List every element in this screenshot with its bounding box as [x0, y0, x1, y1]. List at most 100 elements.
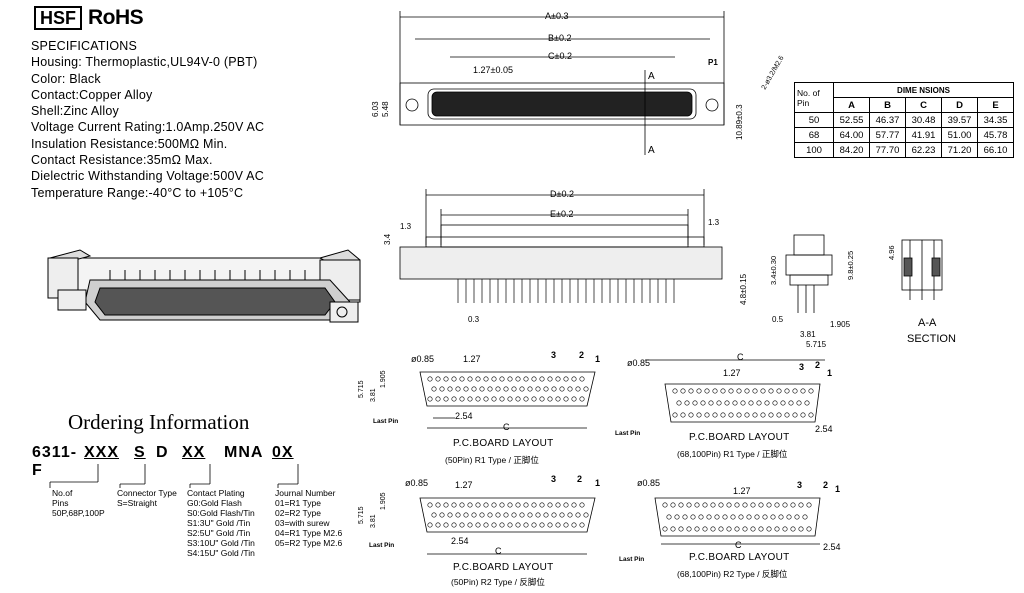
pcb-hole	[583, 386, 589, 392]
legend-line: No.of	[52, 488, 73, 498]
layout-subtitle: (50Pin) R1 Type / 正脚位	[445, 455, 539, 465]
legend-line: 04=R1 Type M2.6	[275, 528, 343, 538]
side-view-drawing: D±0.2 E±0.2 1.3 1.3 3.4 0.3 4.8±0.15	[383, 189, 748, 324]
pcb-hole	[714, 514, 720, 520]
pcb-hole	[786, 514, 792, 520]
pcb-hole	[680, 412, 686, 418]
pcb-hole	[750, 526, 756, 532]
pcb-hole	[758, 526, 764, 532]
pcb-hole	[467, 522, 473, 528]
code-part: 0X	[272, 444, 294, 461]
pcb-dim: 5.715	[358, 506, 365, 524]
pin-number: 2	[815, 360, 821, 370]
pcb-hole	[547, 502, 553, 508]
spec-line: Contact Resistance:35mΩ Max.	[31, 153, 213, 168]
pcb-hole	[427, 376, 433, 382]
section-mark-top: A	[648, 71, 655, 82]
pcb-hole	[559, 512, 565, 518]
pcb-hole	[535, 386, 541, 392]
pcb-hole	[688, 412, 694, 418]
table-cell: 71.20	[941, 142, 978, 158]
pcb-hole	[774, 502, 780, 508]
pcb-hole-dia: ø0.85	[405, 478, 429, 488]
pcb-dim-c: C	[735, 540, 742, 550]
pcb-hole	[459, 376, 465, 382]
legend-line: S=Straight	[117, 498, 157, 508]
pcb-hole	[531, 376, 537, 382]
pcb-hole	[547, 522, 553, 528]
pcb-layout-68-100-r1: ø0.85 1.27 C 3 2 1 2.54 Last Pin P.C.BOA…	[615, 350, 850, 468]
pcb-dim-c: C	[495, 546, 502, 556]
pcb-hole	[547, 376, 553, 382]
pcb-hole	[734, 526, 740, 532]
spec-line: Insulation Resistance:500MΩ Min.	[31, 136, 228, 151]
pcb-hole	[523, 396, 529, 402]
pcb-hole	[515, 502, 521, 508]
table-cell: 50	[794, 112, 834, 128]
pcb-hole	[798, 502, 804, 508]
spec-line: Shell:Zinc Alloy	[31, 104, 119, 119]
pcb-hole	[543, 386, 549, 392]
legend-line: S3:10U" Gold /Tin	[187, 538, 255, 548]
specifications-block: SPECIFICATIONS Housing: Thermoplastic,UL…	[31, 38, 264, 201]
spec-line: Color: Black	[31, 71, 101, 86]
end-dim-2: 9.8±0.25	[846, 251, 855, 280]
pin-number: 3	[799, 362, 805, 372]
pcb-hole	[736, 412, 742, 418]
pin-number: 3	[551, 474, 557, 484]
section-view-drawing: 4.96 A-A SECTION	[887, 239, 956, 345]
pcb-hole	[754, 514, 760, 520]
layout-subtitle: (68,100Pin) R1 Type / 正脚位	[677, 449, 788, 459]
pcb-hole	[555, 502, 561, 508]
table-col-header: A	[833, 97, 870, 113]
layout-subtitle: (50Pin) R2 Type / 反脚位	[451, 577, 545, 587]
pcb-hole	[515, 522, 521, 528]
pcb-dim-c: C	[503, 422, 510, 432]
pcb-hole	[674, 514, 680, 520]
pcb-hole	[531, 396, 537, 402]
pcb-hole	[435, 522, 441, 528]
pcb-hole	[463, 512, 469, 518]
pcb-hole	[742, 502, 748, 508]
pcb-hole	[780, 400, 786, 406]
pcb-hole	[686, 526, 692, 532]
pcb-hole	[694, 502, 700, 508]
pcb-hole	[710, 502, 716, 508]
last-pin-label: Last Pin	[619, 556, 645, 563]
end-dim-3: 0.5	[772, 315, 784, 324]
brand-logo: HSF RoHS	[34, 6, 144, 30]
pcb-hole	[722, 514, 728, 520]
pcb-hole	[571, 502, 577, 508]
pcb-hole	[736, 388, 742, 394]
pcb-hole	[467, 502, 473, 508]
pcb-hole	[790, 502, 796, 508]
pcb-hole	[732, 400, 738, 406]
pcb-hole	[575, 386, 581, 392]
table-corner-bottom: Pin	[797, 97, 810, 108]
pcb-hole	[662, 526, 668, 532]
pcb-hole	[435, 396, 441, 402]
pcb-hole	[439, 386, 445, 392]
pcb-pitch-2: 2.54	[451, 536, 469, 546]
pin-number: 3	[551, 350, 557, 360]
pcb-hole	[503, 512, 509, 518]
section-dim: 4.96	[887, 245, 896, 260]
pcb-hole	[579, 376, 585, 382]
pcb-pitch-2: 2.54	[823, 542, 841, 552]
pcb-hole	[788, 400, 794, 406]
pcb-hole	[760, 412, 766, 418]
pcb-hole	[551, 386, 557, 392]
legend-line: Journal Number	[275, 488, 336, 498]
height-3: 10.89±0.3	[735, 104, 744, 140]
pcb-hole	[678, 526, 684, 532]
pcb-hole	[487, 512, 493, 518]
pcb-hole	[483, 522, 489, 528]
ordering-title: Ordering Information	[68, 410, 250, 434]
pcb-hole	[728, 412, 734, 418]
pcb-hole	[451, 502, 457, 508]
specs-title: SPECIFICATIONS	[31, 39, 138, 53]
code-part: MNA	[224, 444, 264, 461]
pcb-hole	[467, 376, 473, 382]
pin-number: 2	[577, 474, 583, 484]
pcb-pitch: 1.27	[723, 368, 741, 378]
